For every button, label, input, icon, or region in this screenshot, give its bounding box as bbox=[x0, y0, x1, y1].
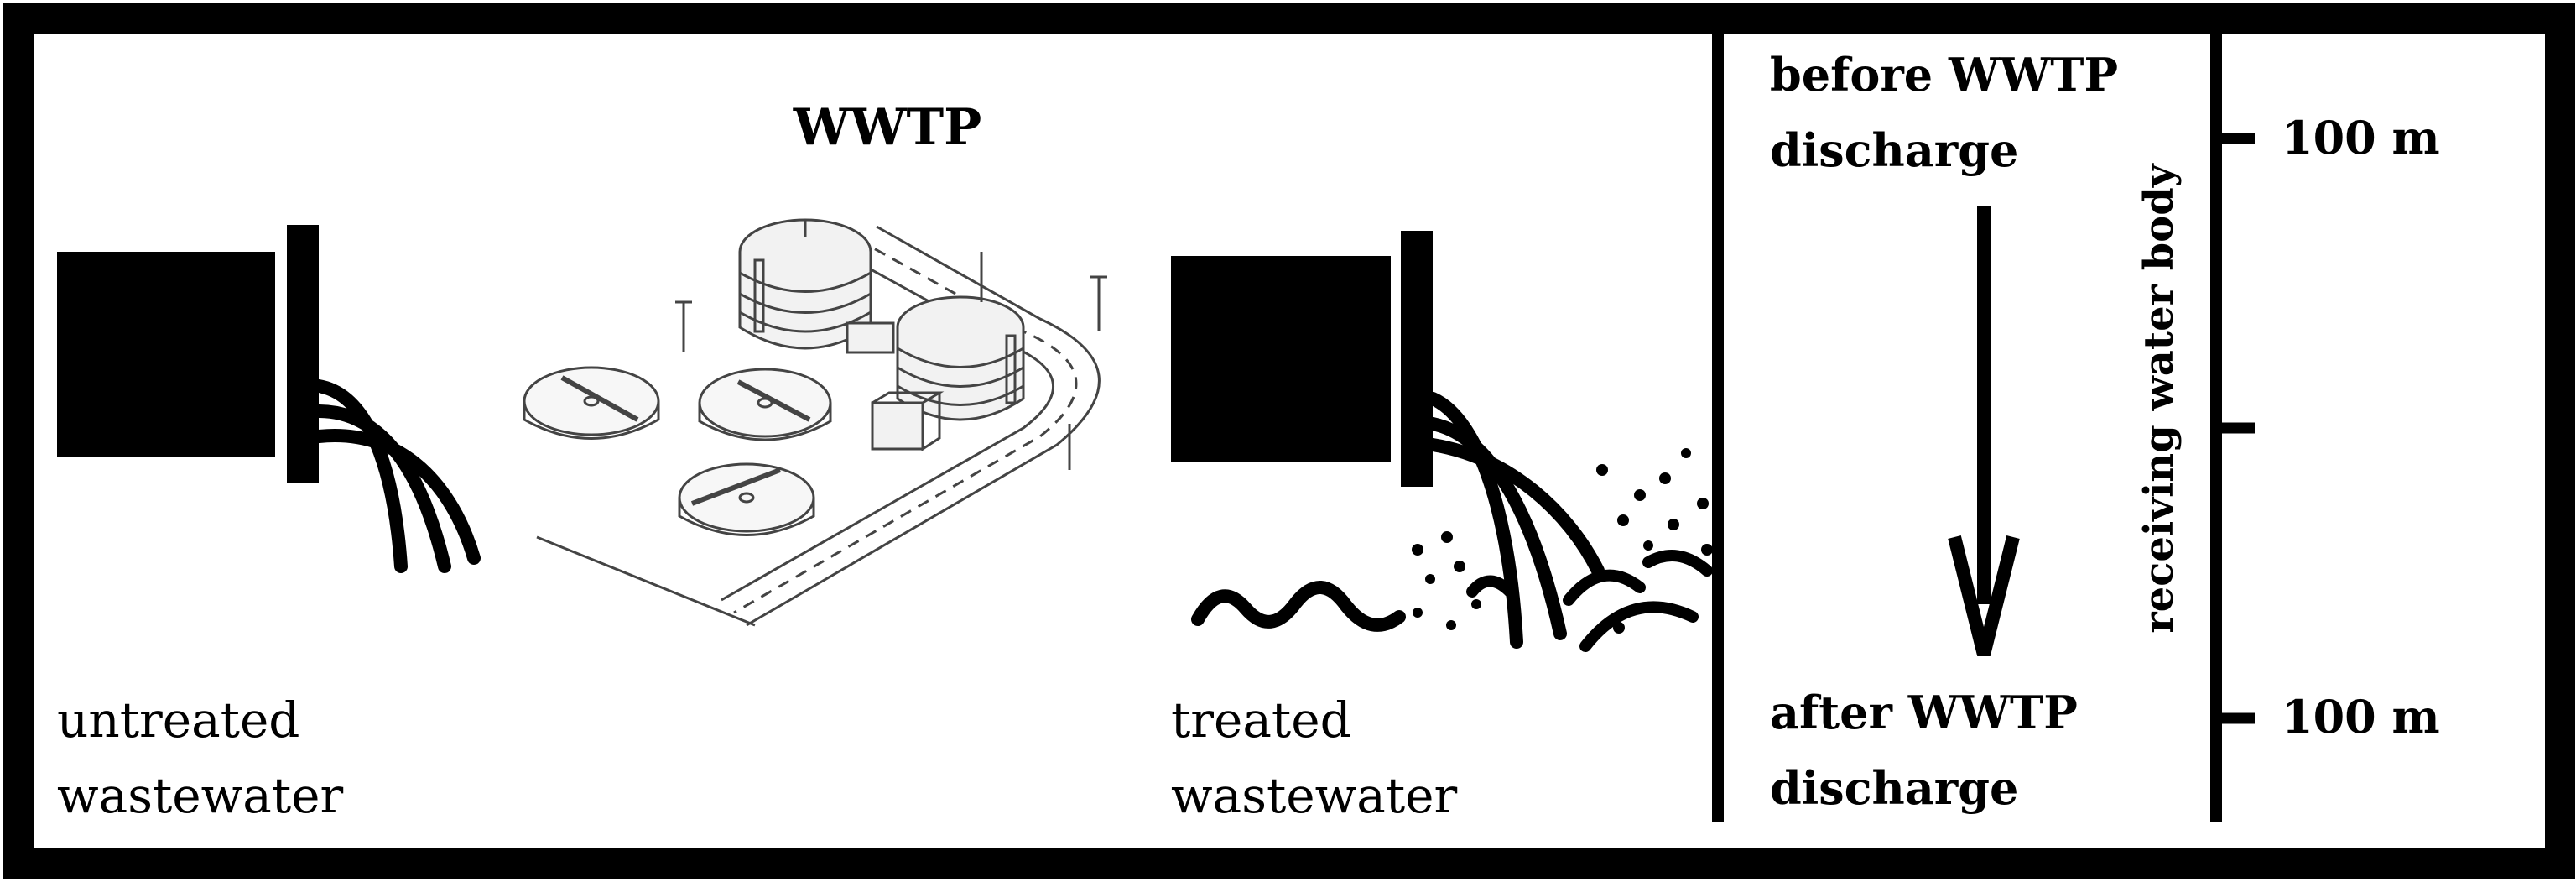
plant-title: WWTP bbox=[793, 98, 982, 157]
discharge-pipe-icon bbox=[57, 225, 481, 573]
treatment-plant-icon bbox=[523, 218, 1107, 627]
splash-droplets bbox=[1412, 448, 1713, 634]
plant-clarifier-2 bbox=[698, 368, 832, 438]
plant-connector bbox=[846, 321, 895, 354]
distance-label-bottom: 100 m bbox=[2282, 690, 2440, 744]
plant-clarifier-3 bbox=[678, 462, 815, 533]
arrow-down-icon bbox=[1948, 206, 2020, 656]
discharge-pipe-icon bbox=[1171, 231, 1713, 652]
splash-arc-4 bbox=[1642, 550, 1713, 577]
plant-tank-1-ladder bbox=[753, 258, 765, 333]
splash-arc-2 bbox=[1563, 569, 1646, 606]
plant-road-center bbox=[733, 237, 1078, 614]
plant-road-edge bbox=[536, 535, 756, 627]
inlet-pipe-body bbox=[57, 252, 275, 457]
treated-label-line1: treated bbox=[1171, 692, 1351, 749]
wave-icon bbox=[1191, 581, 1406, 632]
untreated-label-line1: untreated bbox=[57, 692, 299, 749]
outlet-pipe-body bbox=[1171, 256, 1391, 462]
distance-label-top: 100 m bbox=[2282, 111, 2440, 164]
plant-tank-2-ladder bbox=[1005, 334, 1017, 404]
plant-clarifier-1 bbox=[523, 366, 660, 436]
splash-arc-3 bbox=[1579, 601, 1699, 652]
before-label-line1: before WWTP bbox=[1770, 48, 2118, 102]
plant-pump-house bbox=[871, 401, 924, 451]
after-label-line2: discharge bbox=[1770, 761, 2018, 815]
plant-lamp-poles bbox=[675, 252, 1107, 470]
outlet-stream-3 bbox=[1426, 438, 1605, 577]
outlet-stream-2 bbox=[1426, 417, 1567, 640]
untreated-label-line2: wastewater bbox=[57, 767, 343, 824]
after-label-line1: after WWTP bbox=[1770, 686, 2078, 739]
river-label: receiving water body bbox=[2136, 162, 2183, 633]
inlet-pipe-flange bbox=[287, 225, 319, 483]
before-label-line2: discharge bbox=[1770, 123, 2018, 177]
treated-label-line2: wastewater bbox=[1171, 767, 1457, 824]
splash-arc-1 bbox=[1466, 575, 1516, 598]
inlet-stream-3 bbox=[312, 429, 481, 565]
